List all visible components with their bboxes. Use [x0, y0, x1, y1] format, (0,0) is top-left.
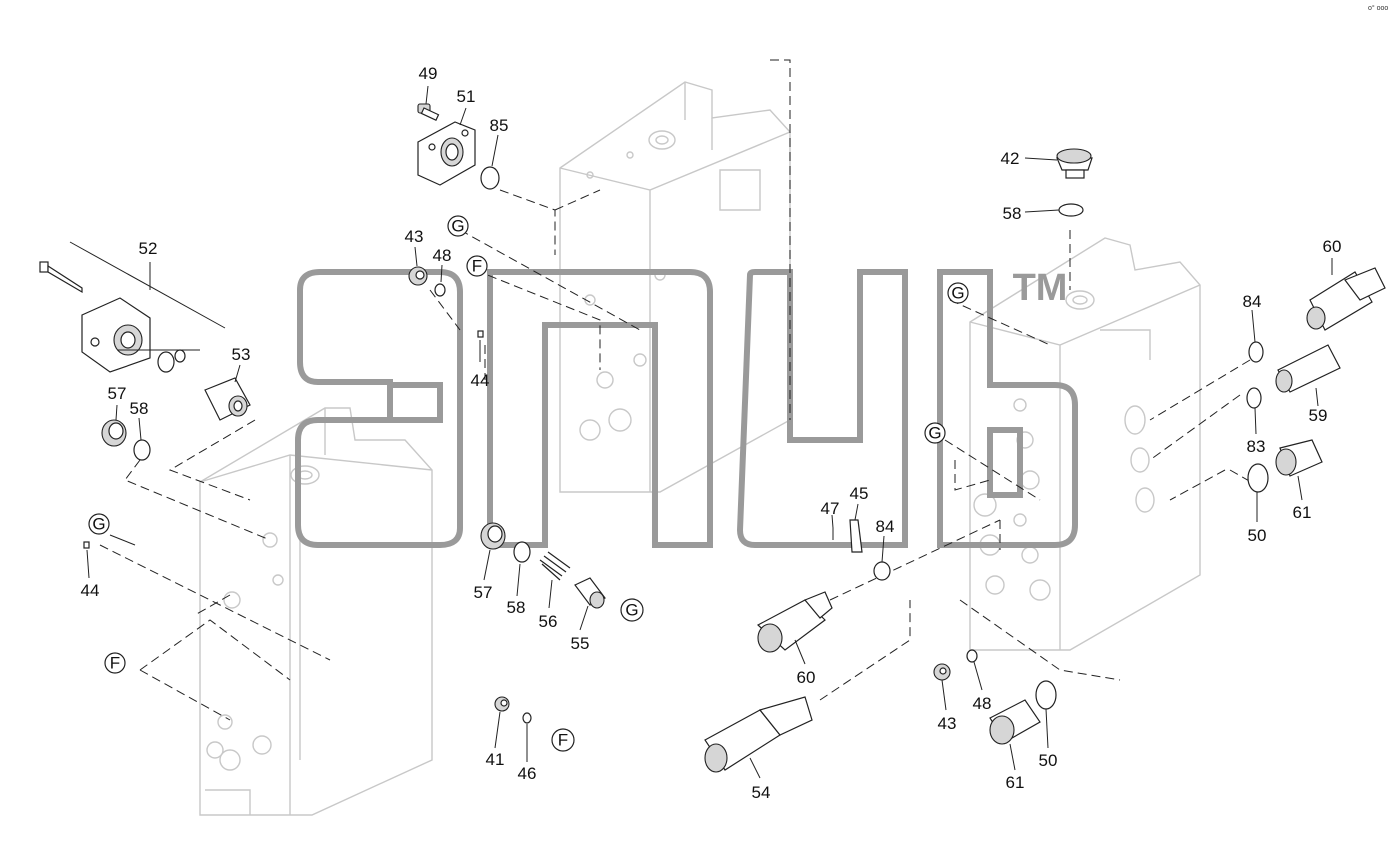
callout-58-left: 58 [130, 399, 149, 418]
callout-43-top: 43 [405, 227, 424, 246]
callout-51: 51 [457, 87, 476, 106]
plug-57-left [101, 419, 127, 447]
plug-43-lower [933, 663, 951, 681]
o-ring-84-middle [873, 561, 891, 581]
callout-84-middle: 84 [876, 517, 895, 536]
valve-housing-left [199, 407, 433, 816]
callout-47: 47 [821, 499, 840, 518]
callout-50-top: 50 [1248, 526, 1267, 545]
ref-f-bottom: F [558, 731, 568, 750]
callout-46: 46 [518, 764, 537, 783]
callout-61-top: 61 [1293, 503, 1312, 522]
callout-60-lower: 60 [797, 668, 816, 687]
o-ring-50-top [1247, 463, 1269, 493]
relief-valve-60-lower [756, 591, 833, 653]
callout-44-top: 44 [471, 371, 490, 390]
callout-48-top: 48 [433, 246, 452, 265]
o-ring-58-left [133, 439, 151, 461]
watermark-tm: TM [1013, 267, 1068, 309]
callout-57-middle: 57 [474, 583, 493, 602]
relief-valve-59 [1275, 344, 1341, 393]
spool-53 [204, 377, 251, 421]
callout-56: 56 [539, 612, 558, 631]
ref-g-right-middle: G [928, 424, 941, 443]
ball-44-top [477, 330, 484, 338]
callout-48-lower: 48 [973, 694, 992, 713]
valve-housing-middle [559, 81, 791, 493]
plug-61-lower [989, 699, 1041, 745]
valve-cartridge-54 [704, 696, 813, 773]
watermark-logo: TM [295, 267, 1078, 548]
corner-mark: o° ooo [1368, 4, 1388, 12]
o-ring-48-lower [966, 649, 978, 663]
callout-59: 59 [1309, 406, 1328, 425]
callout-49: 49 [419, 64, 438, 83]
callout-41: 41 [486, 750, 505, 769]
callout-55: 55 [571, 634, 590, 653]
callout-labels: 49 51 85 52 53 57 58 43 48 44 44 57 58 5… [81, 64, 1342, 802]
reference-markers: G F G F G F G G [88, 215, 969, 752]
o-ring-46 [522, 712, 532, 724]
relief-valve-60-top [1306, 267, 1386, 331]
callout-58-top: 58 [1003, 204, 1022, 223]
callout-54: 54 [752, 783, 771, 802]
o-ring-48-top [434, 283, 446, 297]
ref-g-middle: G [625, 601, 638, 620]
callout-83: 83 [1247, 437, 1266, 456]
o-ring-58-middle [513, 541, 531, 563]
callout-84-top: 84 [1243, 292, 1262, 311]
leader-lines [69, 85, 1333, 779]
callout-42: 42 [1001, 149, 1020, 168]
callout-60-top: 60 [1323, 237, 1342, 256]
o-ring-50-lower [1035, 680, 1057, 710]
ref-g-left: G [92, 515, 105, 534]
o-ring-84-top [1248, 341, 1264, 363]
ref-g-right-top: G [951, 284, 964, 303]
ref-f-top: F [472, 257, 482, 276]
spring-56 [539, 551, 571, 581]
ball-44-left [83, 541, 90, 549]
plate-45 [849, 519, 863, 553]
valve-housing-right [969, 237, 1201, 651]
o-ring-83 [1246, 387, 1262, 409]
callout-57-left: 57 [108, 384, 127, 403]
plug-42 [1056, 148, 1093, 179]
o-ring-85 [480, 166, 500, 190]
callout-58-middle: 58 [507, 598, 526, 617]
plug-57-middle [480, 522, 506, 550]
callout-43-lower: 43 [938, 714, 957, 733]
callout-45: 45 [850, 484, 869, 503]
callout-44-left: 44 [81, 581, 100, 600]
ref-f-left: F [110, 654, 120, 673]
assembly-lines [99, 59, 1266, 721]
piston-55 [574, 577, 606, 609]
flange-51 [417, 121, 476, 186]
plug-61-top [1275, 439, 1323, 477]
callout-61-lower: 61 [1006, 773, 1025, 792]
bolt-49 [417, 103, 440, 121]
callout-52: 52 [139, 239, 158, 258]
o-ring-58-top [1058, 203, 1084, 217]
plug-41 [494, 696, 510, 712]
ref-g-top: G [451, 217, 464, 236]
callout-85: 85 [490, 116, 509, 135]
callout-50-lower: 50 [1039, 751, 1058, 770]
callout-53: 53 [232, 345, 251, 364]
plug-43-top [408, 266, 428, 286]
cover-block-52 [39, 261, 186, 373]
